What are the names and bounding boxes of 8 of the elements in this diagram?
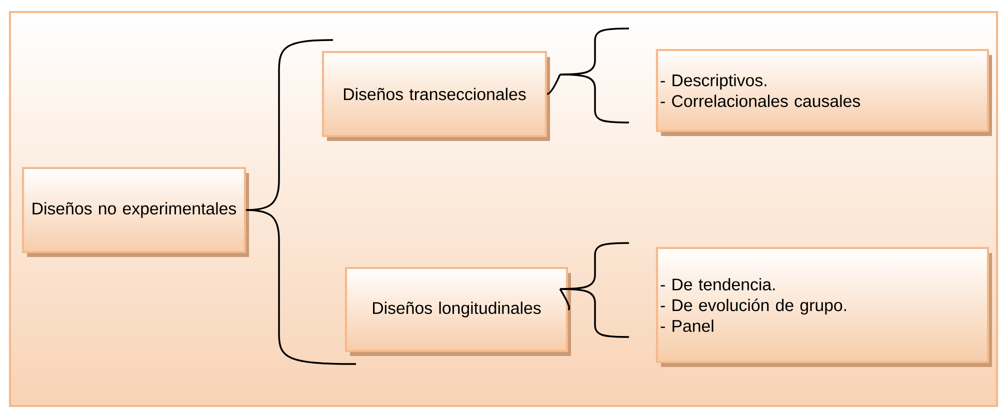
list-box: - Descriptivos. - Correlacionales causales — [656, 48, 992, 136]
process-box: Diseños longitudinales — [344, 266, 571, 356]
list-box: - De tendencia. - De evolución de grupo. - Panel — [656, 246, 992, 367]
brace-connector — [559, 242, 630, 338]
brace-connector — [546, 28, 630, 124]
process-box: Diseños transeccionales — [322, 50, 550, 141]
brace-connector — [246, 209, 356, 365]
process-box: Diseños no experimentales — [22, 166, 249, 257]
